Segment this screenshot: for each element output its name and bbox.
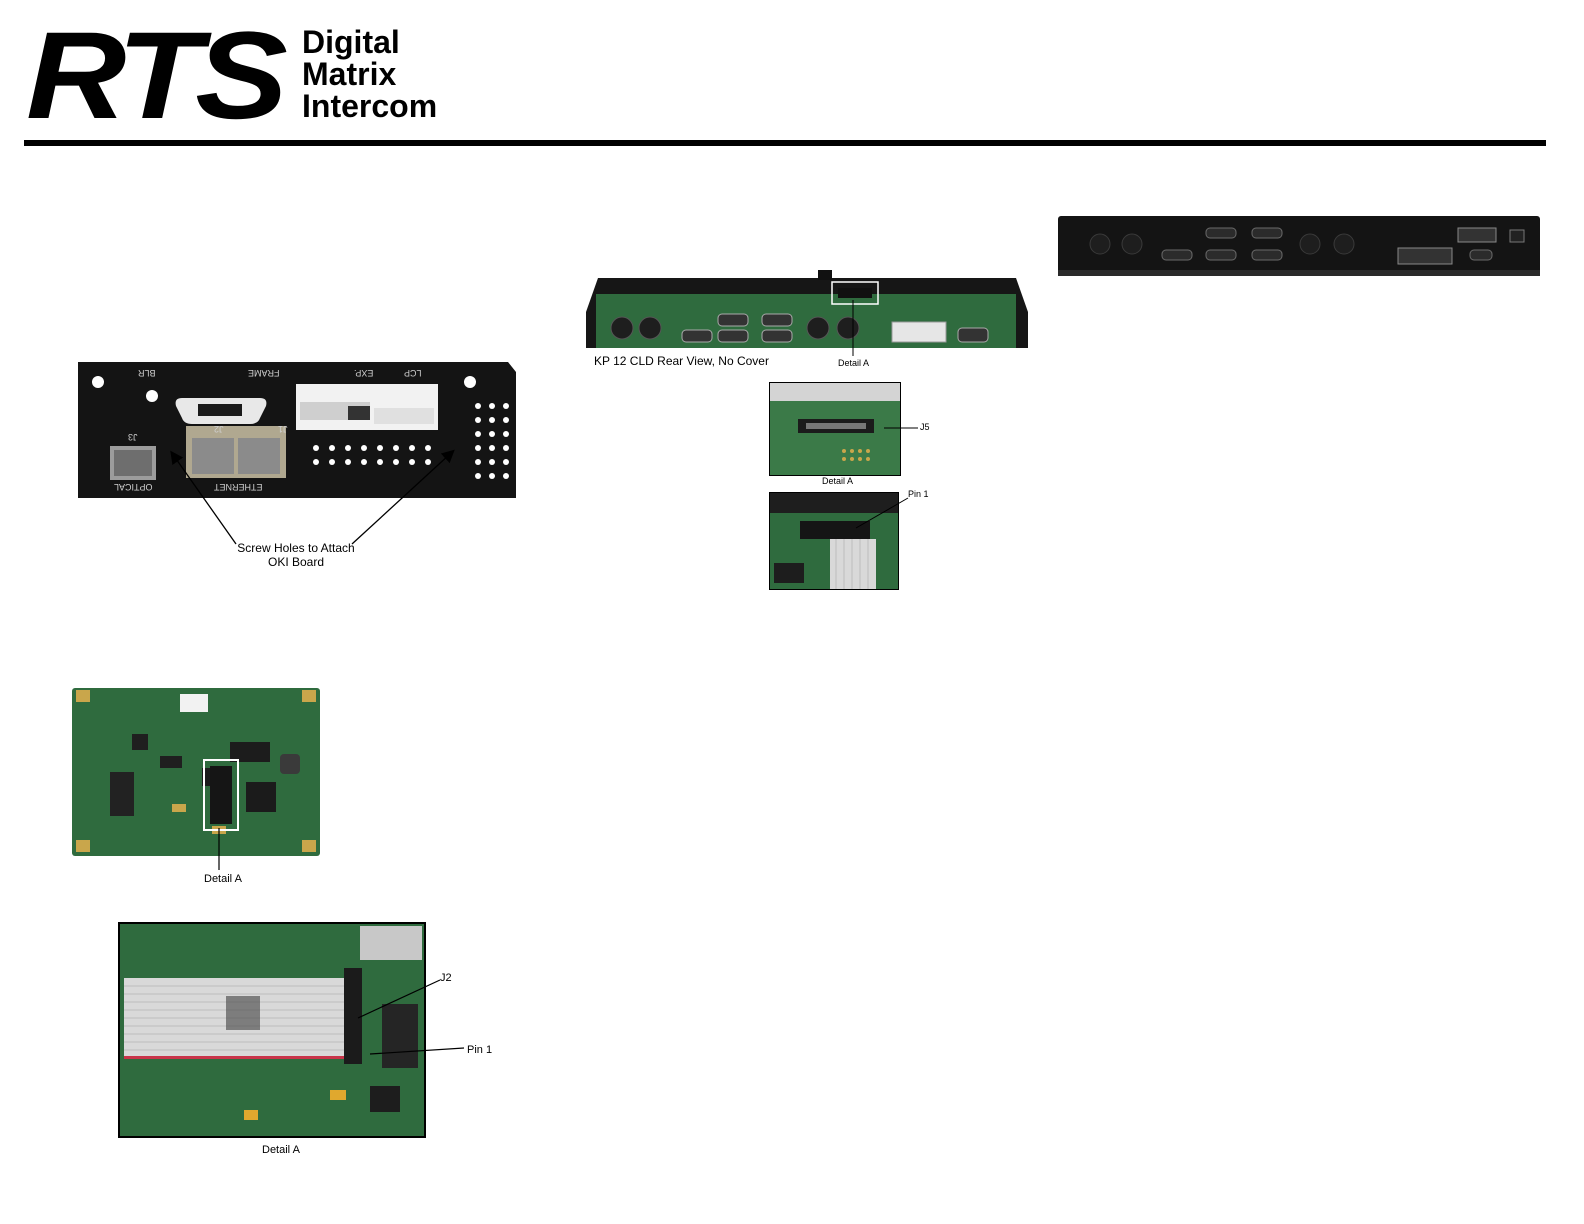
kp12-detail-a-label: Detail A [822,476,853,487]
kp12-detail-label: Detail A [838,358,869,369]
rear-panel-strip-photo [1058,216,1540,276]
kp12-rear-view-photo [586,268,1028,354]
silk-blr: BLR [138,368,156,378]
kp12-caption: KP 12 CLD Rear View, No Cover [594,354,769,368]
ribbon-detail-a-label: Detail A [262,1144,300,1157]
oki-detail-a-label: Detail A [204,873,242,886]
silk-frame: FRAME [248,368,280,378]
silk-j3: J3 [128,432,138,442]
silk-j1: J1 [278,424,288,434]
ribbon-j2-label: J2 [440,972,452,985]
logo-line-intercom: Intercom [302,90,437,122]
pin1-leader [852,496,912,532]
oki-detail-leader [212,828,226,872]
oki-board-photo [70,686,322,858]
kp12-j5-detail-photo [769,382,901,476]
kp12-pin1-label: Pin 1 [908,489,929,500]
silk-exp: EXP. [354,368,373,378]
kp12-detail-leader [848,300,858,358]
header-rule [24,140,1546,146]
screw-holes-callout: Screw Holes to Attach OKI Board [226,541,366,569]
kp12-j5-label: J5 [920,422,930,433]
silk-optical: OPTICAL [114,482,153,492]
logo-line-matrix: Matrix [302,58,437,90]
j5-leader [884,424,920,432]
silk-lcp: LCP [404,368,422,378]
callout-line-1: Screw Holes to Attach [226,541,366,555]
silk-j2: J2 [214,424,224,434]
rts-logo: RTS [26,14,281,138]
callout-line-2: OKI Board [226,555,366,569]
ribbon-callout-leaders [352,974,472,1064]
logo-subtitle: Digital Matrix Intercom [302,26,437,122]
ribbon-pin1-label: Pin 1 [467,1044,492,1057]
logo-line-digital: Digital [302,26,437,58]
